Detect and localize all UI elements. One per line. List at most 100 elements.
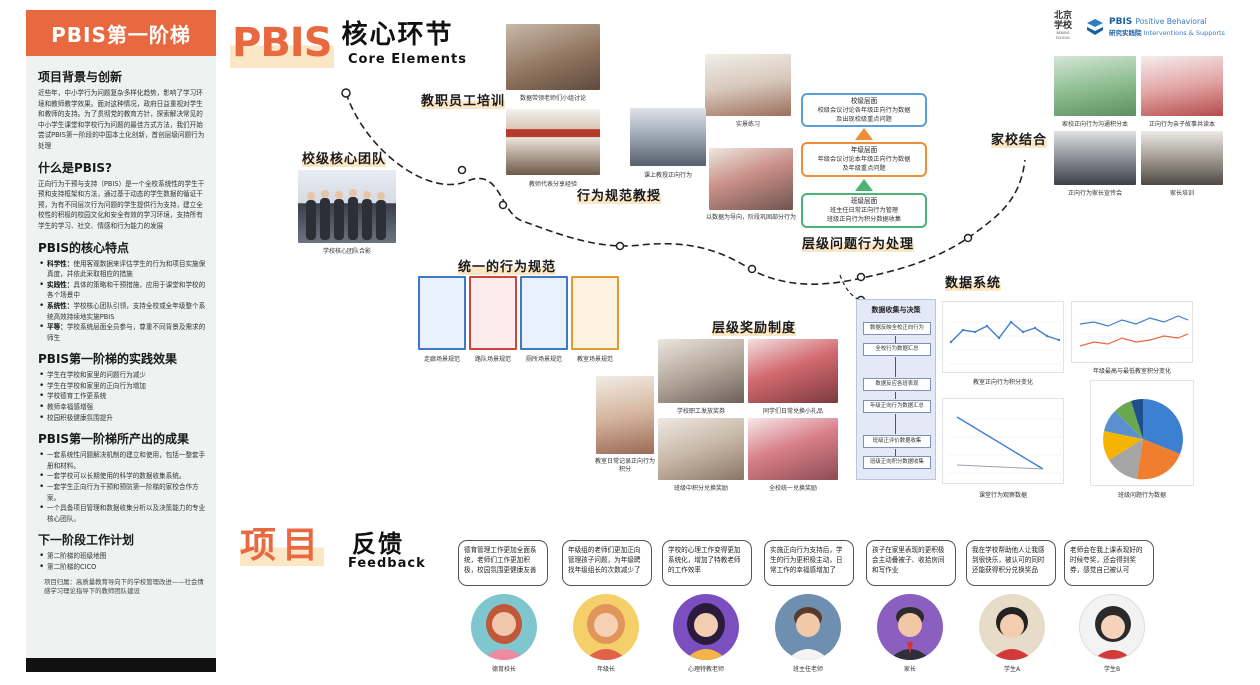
avatar-name: 学生B — [1103, 666, 1121, 673]
caption: 同学们日常兑换小礼品 — [762, 408, 823, 415]
caption: 正向行为家长宣传会 — [1067, 190, 1122, 197]
teaching-photo-2 — [630, 108, 706, 166]
grade-level-box: 年级层面 年级会议讨论本年级正向行为数据 及年级重点问题 — [801, 142, 927, 177]
feedback-bubble: 学校的心理工作变得更加系统化，增加了特教老师的工作效率 — [662, 540, 752, 586]
person-icon — [991, 607, 1033, 660]
person-icon — [787, 607, 829, 660]
feedback-title-xm: 项目 — [240, 525, 325, 566]
features-list: 科学性：使用客观数据来评估学生的行为和项目实施保真度，并依此采取相应的措施 实践… — [38, 259, 206, 344]
data-step: 数据反应各班表现 — [863, 378, 931, 391]
list-item: 第二阶梯的班级地图 — [38, 551, 206, 562]
caption: 路队场景规范 — [474, 356, 511, 363]
chart-thumb-3 — [942, 398, 1064, 484]
title-en: Core Elements — [348, 52, 467, 67]
feedback-title-fk: 反馈 — [352, 530, 404, 558]
training-photo-1 — [506, 24, 600, 90]
stage-training: 教职员工培训 — [421, 90, 506, 109]
next-title: 下一阶段工作计划 — [38, 533, 135, 548]
feedback-title-en: Feedback — [348, 556, 426, 571]
feedback-bubble: 老师会在我上课表现好的时候夸奖，还会得到奖券，感觉自己被认可 — [1064, 540, 1154, 586]
list-item: 学生在学校和家里的正向行为增加 — [38, 381, 206, 392]
person-icon — [685, 603, 727, 660]
chart-thumb-2 — [1071, 301, 1193, 363]
features-title: PBIS的核心特点 — [38, 240, 130, 255]
caption: 家长培训 — [1169, 190, 1194, 197]
arrow-icon — [895, 414, 896, 434]
caption: 厕所场景规范 — [525, 356, 562, 363]
list-item: 系统性：学校核心团队引领，支持全校或全年级整个系统高效持续地实施PBIS — [38, 301, 206, 322]
outputs-list: 一套系统性问题解决机制的建立和使用，包括一整套手册和材料。 一套学校可以长期使用… — [38, 450, 206, 524]
caption: 课堂行为观察数据 — [978, 492, 1027, 499]
caption: 年级最高与最低教室积分变化 — [1092, 368, 1171, 375]
feedback-bubble: 年级组的老师们更加正向管理孩子问题，为年级聘找年级组长的次数减少了 — [562, 540, 652, 586]
stage-teaching: 行为规范教授 — [577, 185, 662, 204]
effects-list: 学生在学校和家里的问题行为减少 学生在学校和家里的正向行为增加 学校德育工作更系… — [38, 370, 206, 423]
caption: 班级问题行为数据 — [1117, 492, 1166, 499]
avatar — [573, 594, 639, 660]
person-icon — [585, 604, 627, 660]
avatar — [673, 594, 739, 660]
home-photo-3 — [1054, 131, 1136, 185]
beijing-school-logo: 北京 学校 BEIJING SCHOOL — [1053, 11, 1072, 40]
effects-title: PBIS第一阶梯的实践效果 — [38, 352, 178, 367]
norm-poster-3 — [520, 276, 568, 350]
norm-poster-1 — [418, 276, 466, 350]
reward-photo-1 — [658, 339, 744, 403]
list-item: 学生在学校和家里的问题行为减少 — [38, 370, 206, 381]
data-step: 全校行为数据汇总 — [863, 343, 931, 356]
data-step: 班级正向积分数据收集 — [863, 456, 931, 469]
teaching-photo-1 — [705, 54, 791, 116]
title-pbis: PBIS — [230, 18, 334, 68]
outputs-title: PBIS第一阶梯所产出的成果 — [38, 432, 190, 447]
data-step: 班级正评价数据收集 — [863, 435, 931, 448]
caption: 学校核心团队合影 — [322, 248, 371, 255]
data-step: 年级正向行为数据汇总 — [863, 400, 931, 413]
list-item: 一套学生正向行为干预和预防第一阶梯的家校合作方案。 — [38, 482, 206, 503]
caption: 教室日常记录正向行为积分 — [594, 458, 655, 473]
training-photo-2 — [506, 109, 600, 175]
next-list: 第二阶梯的班级地图 第二阶梯的CICO — [38, 551, 206, 572]
teaching-photo-3 — [709, 148, 793, 210]
list-item: 校园积极健康氛围提升 — [38, 413, 206, 424]
core-team-photo — [298, 170, 396, 243]
stage-reward: 层级奖励制度 — [712, 317, 797, 336]
list-item: 学校德育工作更系统 — [38, 391, 206, 402]
list-item: 一套系统性问题解决机制的建立和使用，包括一整套手册和材料。 — [38, 450, 206, 471]
caption: 教师代表分享经验 — [528, 181, 577, 188]
feedback-bubble: 德育管理工作更加全面系统，老师们工作更加积极，校园氛围更健康友善 — [458, 540, 548, 586]
caption: 以数据为导向，阶段巩固部分行为 — [705, 214, 796, 221]
caption: 数据带领老师们小组讨论 — [519, 95, 586, 102]
background-title: 项目背景与创新 — [38, 70, 123, 84]
arrow-icon — [895, 336, 896, 343]
home-photo-2 — [1141, 56, 1223, 116]
reward-photo-5 — [596, 376, 654, 454]
avatar-name: 班主任老师 — [792, 666, 823, 673]
pbis-mark-icon — [1087, 19, 1103, 35]
home-photo-4 — [1141, 131, 1223, 185]
avatar-name: 家长 — [903, 666, 916, 673]
arrow-icon — [895, 392, 896, 399]
people-icon — [306, 189, 386, 240]
what-title: 什么是PBIS? — [38, 160, 113, 175]
arrow-icon — [895, 357, 896, 377]
up-arrow-icon — [855, 128, 873, 140]
caption: 课上教授正向行为 — [643, 172, 692, 179]
avatar-name: 德育校长 — [491, 666, 516, 673]
footnote: 项目归属：高质量教育导向下的学校管理改进——社会情感学习理论指导下的教师团队建设 — [44, 577, 204, 595]
avatar — [1079, 594, 1145, 660]
list-item: 科学性：使用客观数据来评估学生的行为和项目实施保真度，并依此采取相应的措施 — [38, 259, 206, 280]
stage-problem: 层级问题行为处理 — [802, 233, 915, 252]
title-cn: 核心环节 — [341, 20, 454, 50]
list-item: 实践性：具体的策略和干预措施，应用于课堂和学校的各个场景中 — [38, 280, 206, 301]
reward-photo-2 — [748, 339, 838, 403]
stage-core-team: 校级核心团队 — [302, 148, 387, 167]
stage-data: 数据系统 — [945, 272, 1002, 291]
feedback-title: 项目 反馈 Feedback — [240, 522, 425, 571]
list-item: 一个具备项目管理和数据收集分析以及决策能力的专业核心团队。 — [38, 503, 206, 524]
pbis-logo: PBIS Positive Behavioral 研究实践院 Intervent… — [1085, 17, 1225, 37]
school-level-box: 校级层面 校级会议讨论各年级正向行为数据 及出现校级重点问题 — [801, 93, 927, 127]
avatar — [775, 594, 841, 660]
core-elements-title: PBIS 核心环节 Core Elements — [230, 18, 466, 68]
caption: 实景练习 — [735, 121, 760, 128]
list-item: 一套学校可以长期使用的科学的数据收集系统。 — [38, 471, 206, 482]
